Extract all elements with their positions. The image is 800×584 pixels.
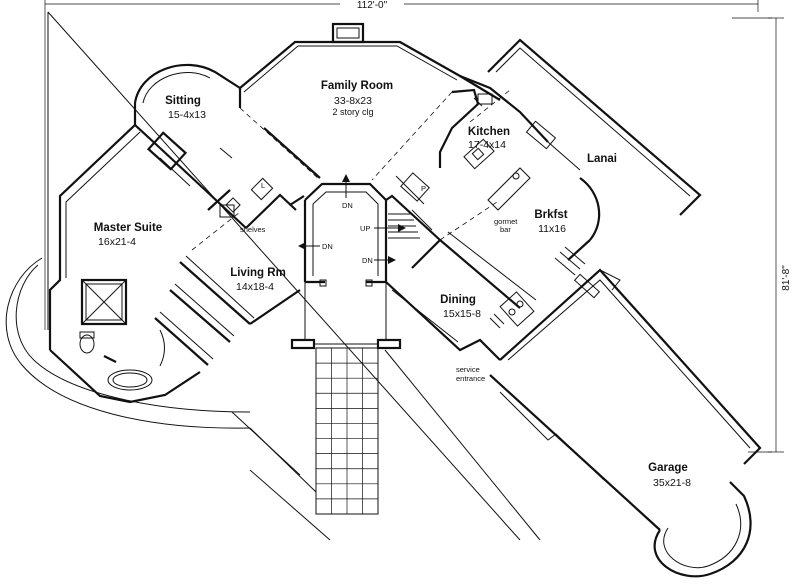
brkfst-name: Brkfst <box>534 209 567 221</box>
terrace-outline <box>5 11 541 541</box>
kitchen: Kitchen 17-4x14 <box>438 74 557 211</box>
dining: Dining 15x15-8 service entrance <box>385 199 537 383</box>
shelves-label: shelves <box>240 225 266 234</box>
master-suite-name: Master Suite <box>94 222 162 234</box>
service-entrance-label-1: service <box>456 365 480 374</box>
dining-name: Dining <box>440 294 476 306</box>
front-walkway <box>290 338 402 515</box>
dining-size: 15x15-8 <box>443 308 481 320</box>
master-suite: Master Suite 16x21-4 <box>48 124 255 404</box>
dn-right-label: DN <box>362 256 373 265</box>
gormet-bar-label-1: gormet <box>494 217 518 226</box>
sitting-size: 15-4x13 <box>168 109 206 121</box>
dn-left-label: DN <box>322 242 333 251</box>
garage: Garage 35x21-8 <box>489 268 762 578</box>
up-label: UP <box>360 224 370 233</box>
service-entrance-label-2: entrance <box>456 374 485 383</box>
living-room: shelves Living Rm 14x18-4 <box>191 177 305 325</box>
sitting-name: Sitting <box>165 95 201 107</box>
family-room: Family Room 33-8x23 2 story clg <box>238 22 501 181</box>
living-room-size: 14x18-4 <box>236 281 274 293</box>
kitchen-size: 17-4x14 <box>468 139 506 151</box>
linen-label: L <box>261 181 265 190</box>
family-room-size: 33-8x23 <box>334 95 372 107</box>
width-dimension: 112'-0" <box>44 0 759 330</box>
garage-size: 35x21-8 <box>653 477 691 489</box>
width-dimension-label: 112'-0" <box>357 0 388 11</box>
dn-top-label: DN <box>342 201 353 210</box>
family-room-note: 2 story clg <box>332 107 373 117</box>
living-room-name: Living Rm <box>230 267 286 279</box>
foyer: DN DN DN <box>298 174 396 340</box>
depth-dimension: 81'-8" <box>732 17 792 453</box>
lanai: Lanai <box>487 38 702 241</box>
gormet-bar-label-2: bar <box>500 225 511 234</box>
kitchen-name: Kitchen <box>468 126 510 138</box>
sitting-room: Sitting 15-4x13 <box>133 63 241 171</box>
pantry-label: P <box>421 184 426 193</box>
breakfast: Brkfst 11x16 gormet bar <box>494 209 591 276</box>
depth-dimension-label: 81'-8" <box>781 265 792 291</box>
garage-name: Garage <box>648 462 688 474</box>
brkfst-size: 11x16 <box>538 223 566 235</box>
stairway: UP P L <box>261 172 442 269</box>
lanai-name: Lanai <box>587 153 617 165</box>
family-room-name: Family Room <box>321 80 393 92</box>
master-suite-size: 16x21-4 <box>98 236 136 248</box>
